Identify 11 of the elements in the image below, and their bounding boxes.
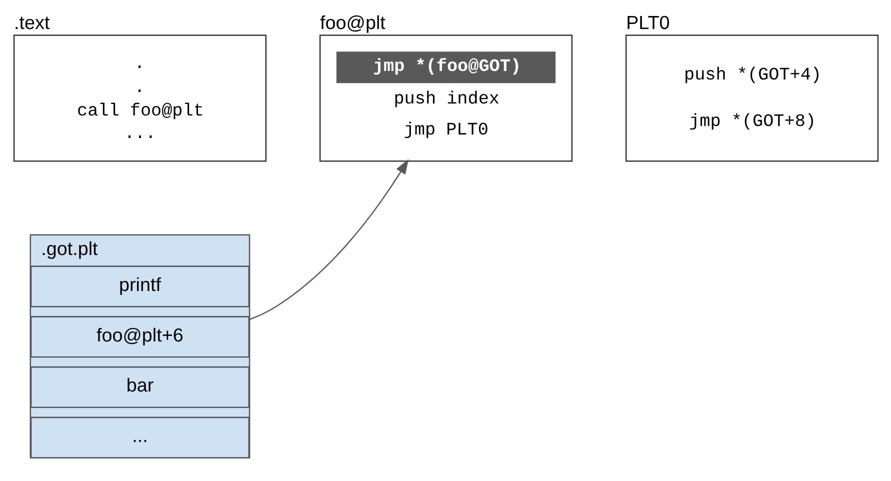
node-label: PLT0 [626,12,670,34]
node-box: foo@plt+6 [30,316,250,358]
node-label: .text [14,12,50,34]
node-label: foo@plt [320,12,385,34]
node-box: ... [30,416,250,458]
node-box: . . call foo@plt ... [12,34,266,162]
node-box: bar [30,366,250,408]
node-box: push *(GOT+4) jmp *(GOT+8) [624,34,878,162]
node-box: jmp *(foo@GOT) push index jmp PLT0 [318,34,572,162]
arrow [248,158,408,320]
node-box: printf [30,266,250,308]
